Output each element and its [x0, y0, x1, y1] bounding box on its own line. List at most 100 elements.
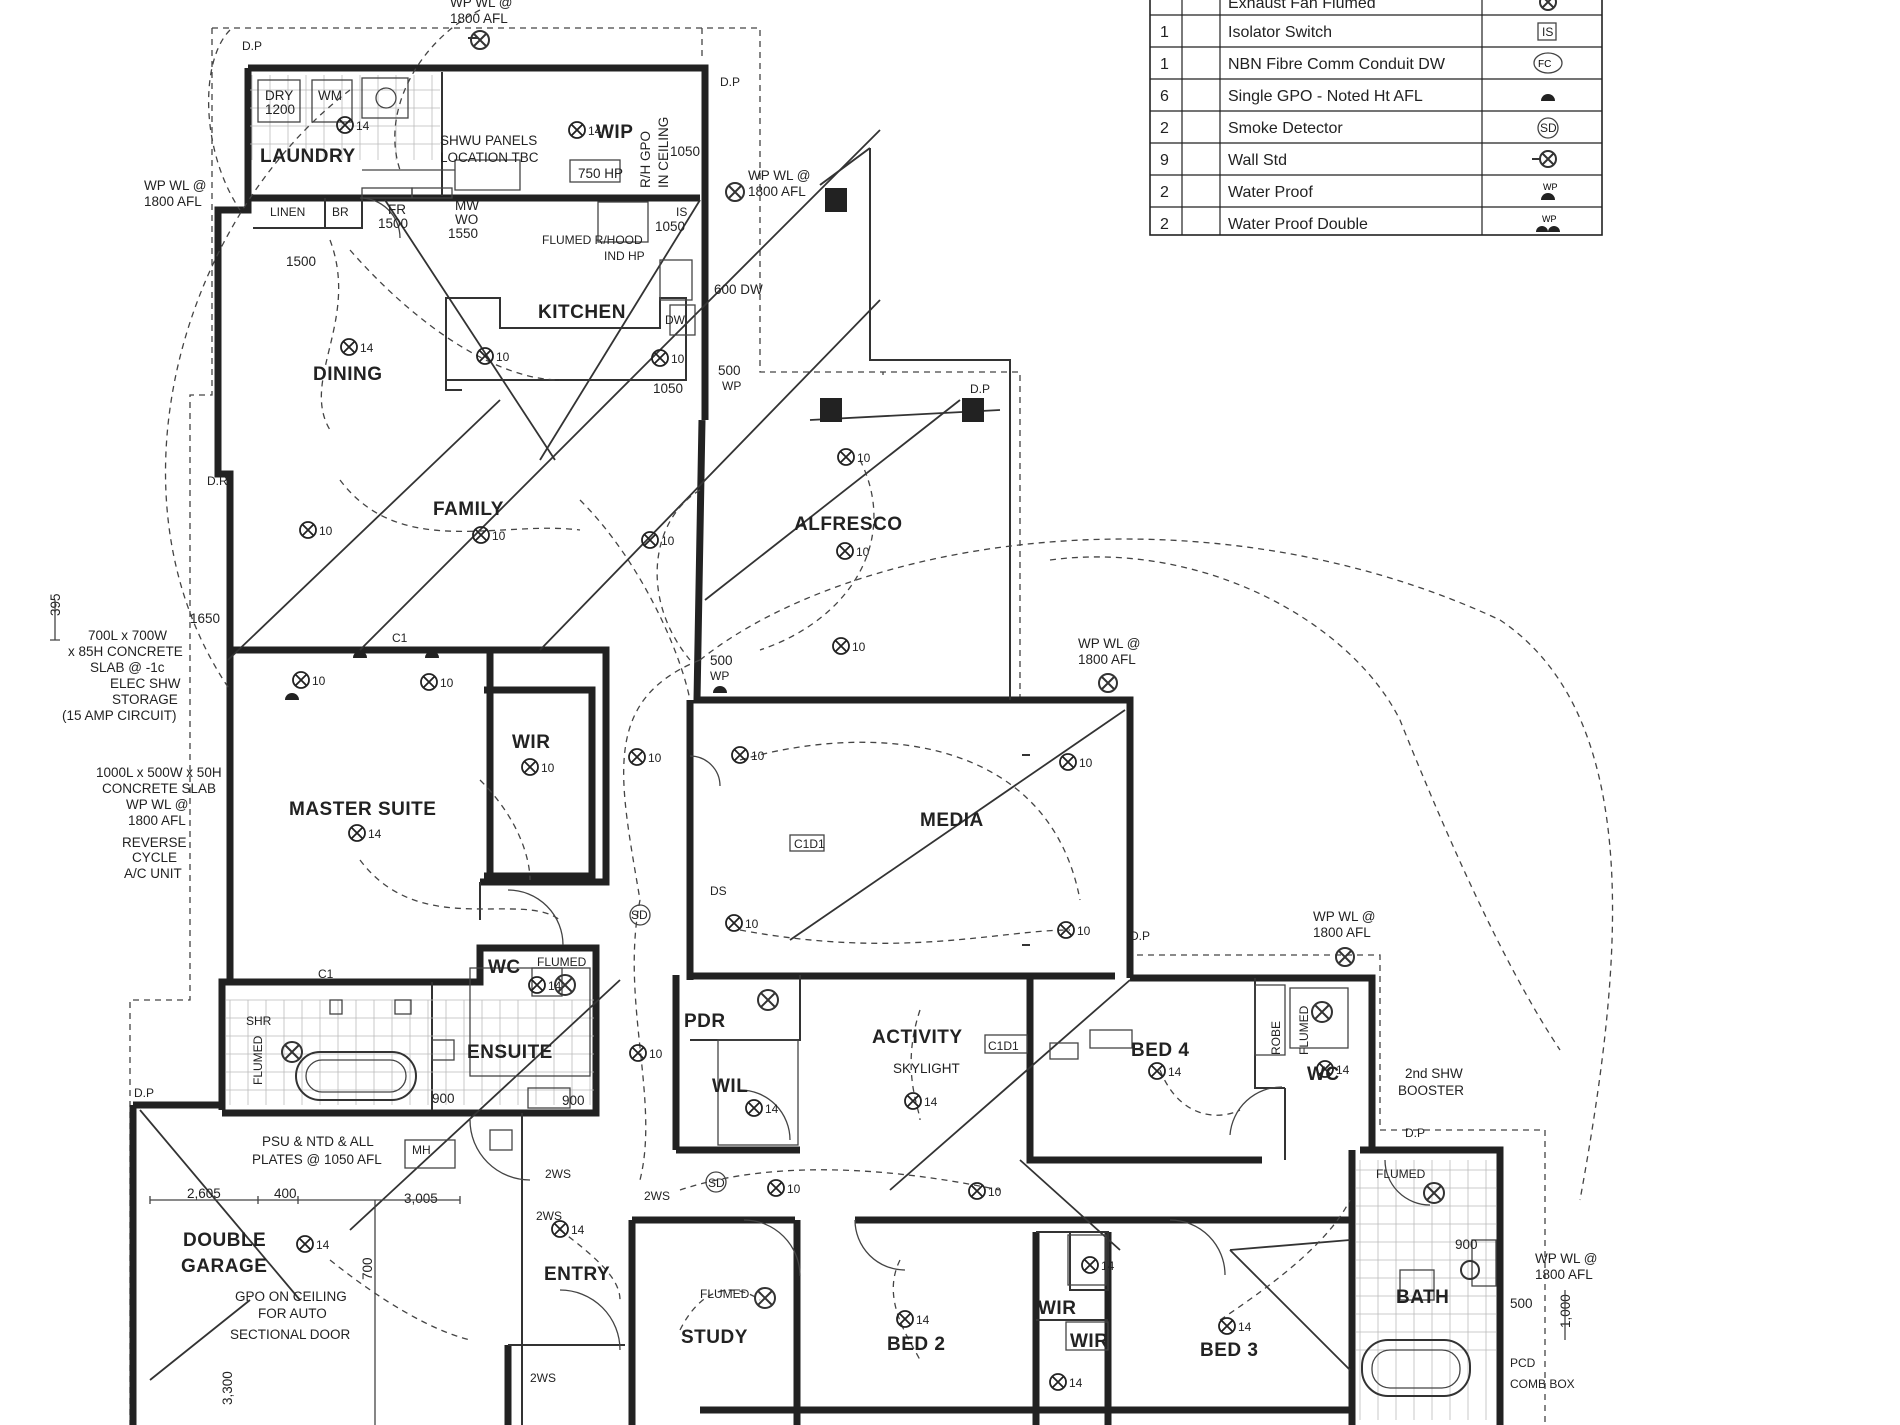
fixture-dw-600: 600 DW — [714, 282, 763, 297]
note-wp: WP WL @ — [1078, 636, 1140, 651]
fixture-ind-hp: IND HP — [604, 249, 645, 263]
note-wp: WP WL @ — [1535, 1251, 1597, 1266]
ceiling-light-icon: 10 — [725, 914, 759, 932]
ceiling-light-icon: 14 — [1049, 1373, 1083, 1391]
room-label-bed-2: BED 2 — [887, 1334, 945, 1355]
note-in-ceiling: IN CEILING — [656, 117, 671, 188]
smoke-detector-icon — [705, 1171, 727, 1193]
note-gpo-ceiling: GPO ON CEILING — [235, 1289, 347, 1304]
smoke-detector-icon: SD — [1537, 117, 1559, 139]
fixture-c1d1-activity: C1D1 — [988, 1039, 1019, 1053]
room-label-media: MEDIA — [920, 810, 984, 831]
note-afl: 1800 AFL — [450, 11, 508, 26]
light-wattage: 10 — [857, 451, 871, 465]
ceiling-light-icon: 14 — [296, 1235, 330, 1253]
fixture-is: IS — [676, 205, 687, 219]
ceiling-light-icon: 10 — [292, 671, 326, 689]
legend-desc: Water Proof Double — [1228, 216, 1368, 233]
note-dimension: 700 — [360, 1257, 375, 1280]
fixture-mw-height: 1550 — [448, 226, 478, 241]
fan-icon — [554, 974, 576, 996]
legend-qty: 1 — [1160, 24, 1169, 41]
light-wattage: 10 — [492, 529, 506, 543]
wall-light-icon — [468, 30, 490, 50]
note-slab: (15 AMP CIRCUIT) — [62, 708, 177, 723]
kitchen-fixtures — [361, 159, 696, 391]
legend-row: 2 Water Proof WP — [1160, 182, 1558, 201]
fixture-wm: WM — [318, 88, 342, 103]
wall-light-icon — [1335, 947, 1355, 967]
note-slab2: 1000L x 500W x 50H — [96, 765, 222, 780]
room-label-wc: WC — [488, 957, 521, 978]
note-dimension: 3,300 — [220, 1371, 235, 1405]
fixture-flumed-bath: FLUMED — [1376, 1167, 1426, 1181]
note-afl: 1800 AFL — [1078, 652, 1136, 667]
ceiling-light-icon: 14 — [336, 116, 370, 134]
bath-fixtures — [295, 967, 1497, 1397]
walls — [129, 64, 1504, 1425]
annotation-notes: WP WL @ 1800 AFL WP WL @ 1800 AFL WP WL … — [48, 0, 1597, 1405]
fixture-ds: DS — [710, 884, 727, 898]
wall-light-icon — [1460, 1260, 1480, 1280]
fan-icon — [1423, 1182, 1445, 1204]
light-wattage: 14 — [1168, 1065, 1182, 1079]
note-shwu: SHWU PANELS — [440, 133, 537, 148]
light-wattage: 14 — [1336, 1063, 1350, 1077]
light-wattage: 10 — [856, 545, 870, 559]
fixture-fr-height: 1500 — [378, 216, 408, 231]
room-label-ensuite: ENSUITE — [467, 1042, 553, 1063]
door-swings — [359, 197, 1431, 1351]
ceiling-light-icon: 14 — [745, 1099, 779, 1117]
fixture-skylight: SKYLIGHT — [893, 1061, 960, 1076]
fixture-c1-ensuite: C1 — [318, 967, 334, 981]
svg-text:SD: SD — [1540, 121, 1557, 135]
ceiling-light-icon: 14 — [348, 824, 382, 842]
ceiling-light-icon: 14 — [340, 338, 374, 356]
light-wattage: 14 — [765, 1102, 779, 1116]
note-height: 500 — [710, 653, 733, 668]
fixture-br: BR — [332, 205, 349, 219]
fixture-sd-2: SD — [708, 1176, 725, 1190]
ceiling-light-icon: 14 — [904, 1092, 938, 1110]
alfresco-posts — [819, 147, 1011, 700]
ceiling-light-icon: 14 — [1316, 1060, 1350, 1078]
ceiling-light-icon: 10 — [420, 673, 454, 691]
svg-text:WP: WP — [1542, 214, 1557, 224]
note-slab2: REVERSE — [122, 835, 187, 850]
note-height: 900 — [432, 1091, 455, 1106]
legend-desc: Isolator Switch — [1228, 24, 1332, 41]
fixture-wo: WO — [455, 212, 478, 227]
light-wattage: 14 — [1101, 1259, 1115, 1273]
note-rh-gpo: R/H GPO — [638, 131, 653, 188]
light-wattage: 10 — [312, 674, 326, 688]
note-height: 900 — [562, 1093, 585, 1108]
note-slab2: A/C UNIT — [124, 866, 182, 881]
legend-qty: 2 — [1160, 120, 1169, 137]
fan-icon — [757, 989, 779, 1011]
note-slab: x 85H CONCRETE — [68, 644, 183, 659]
fixture-flumed-hood: FLUMED R/HOOD — [542, 233, 643, 247]
room-label-wir-2a: WIR — [1038, 1298, 1076, 1319]
fixture-mh: MH — [412, 1143, 431, 1157]
ceiling-light-icon: 14 — [1081, 1256, 1115, 1274]
ceiling-light-icon: 10 — [767, 1179, 801, 1197]
light-wattage: 10 — [1077, 924, 1091, 938]
note-psu: PLATES @ 1050 AFL — [252, 1152, 382, 1167]
ceiling-light-icon: 10 — [731, 746, 765, 764]
note-height: 1500 — [286, 254, 316, 269]
fixture-fr: FR — [388, 202, 406, 217]
light-wattage: 10 — [787, 1182, 801, 1196]
legend-row: 6 Single GPO - Noted Ht AFL — [1160, 88, 1555, 105]
room-label-bed-4: BED 4 — [1131, 1040, 1189, 1061]
legend-desc: Water Proof — [1228, 184, 1313, 201]
note-height: 1050 — [653, 381, 683, 396]
ceiling-light-icon: 14 — [1148, 1062, 1182, 1080]
light-wattage: 10 — [541, 761, 555, 775]
room-label-laundry: LAUNDRY — [260, 146, 356, 167]
svg-text:WP: WP — [1543, 182, 1558, 192]
fixture-dw: DW — [665, 313, 686, 327]
note-slab2: CONCRETE SLAB — [102, 781, 216, 796]
note-dimension: 400 — [274, 1186, 297, 1201]
note-height: 900 — [1455, 1237, 1478, 1252]
note-psu: PSU & NTD & ALL — [262, 1134, 374, 1149]
